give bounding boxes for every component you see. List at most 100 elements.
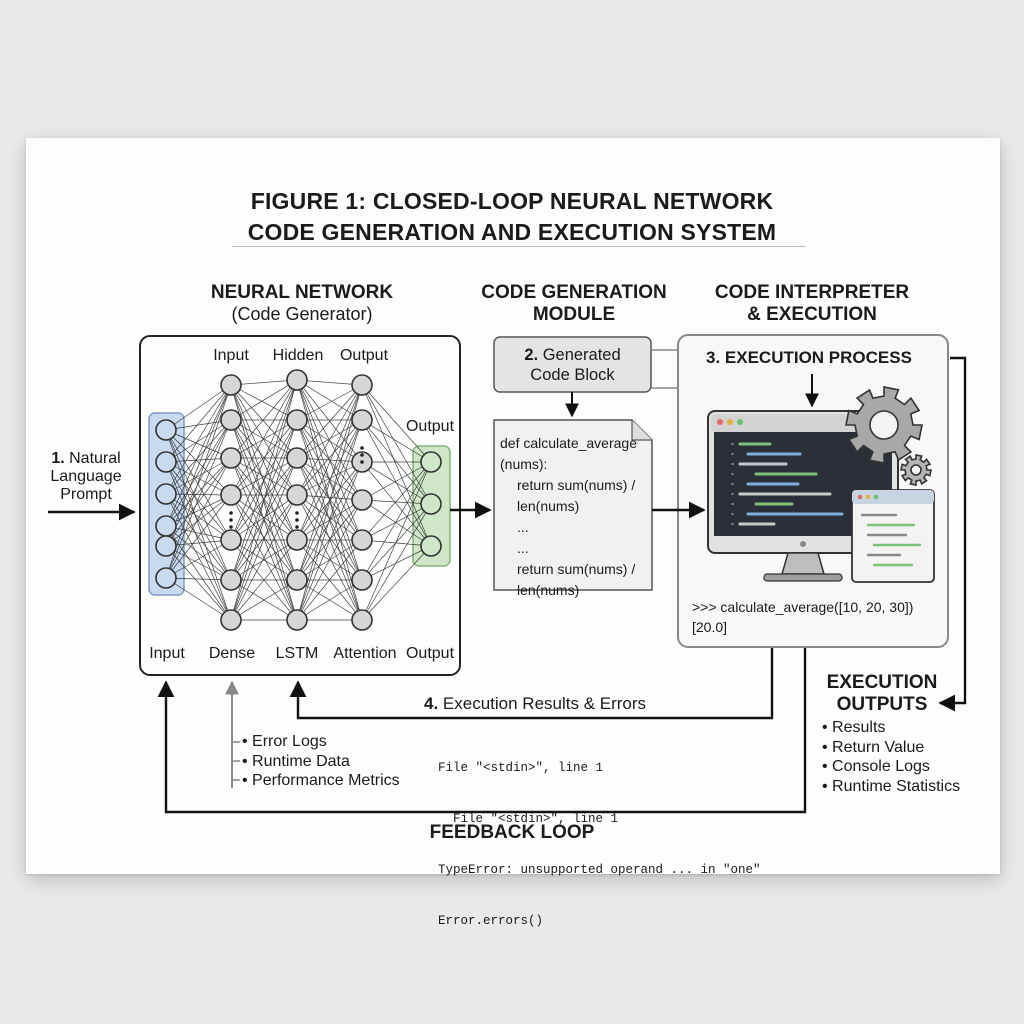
prompt-label: 1. Natural Language Prompt	[40, 450, 132, 504]
nn-bottom-label-output: Output	[405, 645, 455, 662]
network-connection	[296, 419, 363, 459]
ellipsis-dot	[360, 446, 364, 450]
network-connections	[165, 379, 432, 621]
ellipsis-dot	[295, 511, 299, 515]
trace-line: File "<stdin>", line 1	[438, 812, 619, 826]
feedback-loop-label: FEEDBACK LOOP	[429, 822, 595, 843]
network-connection	[230, 379, 298, 421]
generated-code-number: 2.	[524, 346, 539, 364]
network-connection	[165, 457, 232, 579]
network-connection	[230, 384, 298, 496]
network-node	[420, 493, 442, 515]
figure-title-line1: FIGURE 1: CLOSED-LOOP NEURAL NETWORK	[250, 188, 774, 214]
prompt-line2: Language	[50, 468, 122, 485]
network-connection	[361, 461, 432, 621]
network-connection	[230, 384, 298, 541]
generated-code-line2: Code Block	[530, 366, 615, 384]
figure-title-line2: CODE GENERATION AND EXECUTION SYSTEM	[247, 219, 777, 245]
neural-network-header: NEURAL NETWORK	[210, 282, 394, 303]
outputs-item: • Results	[822, 719, 886, 736]
network-node	[351, 529, 373, 551]
network-node	[351, 374, 373, 396]
nn-bottom-label-attention: Attention	[333, 645, 397, 662]
ellipsis-dot	[229, 511, 233, 515]
code-line: return sum(nums) /	[517, 561, 636, 577]
code-generation-header-line1: CODE GENERATION	[481, 282, 667, 303]
network-connection	[165, 461, 232, 541]
network-connection	[230, 379, 298, 496]
network-node	[155, 535, 177, 557]
title-underline	[232, 246, 806, 247]
trace-line: TypeError: unsupported operand ... in "o…	[438, 863, 761, 877]
monitor-icon	[707, 410, 899, 582]
feedback-item: • Performance Metrics	[242, 772, 400, 789]
network-connection	[296, 461, 363, 541]
network-connection	[165, 493, 232, 496]
network-connection	[230, 419, 298, 496]
network-connection	[230, 494, 298, 541]
network-connection	[165, 429, 232, 459]
network-connection	[361, 539, 432, 547]
network-connection	[230, 379, 298, 459]
network-node	[286, 529, 308, 551]
feedback-item: • Runtime Data	[242, 752, 350, 770]
network-connection	[296, 419, 363, 581]
network-node	[286, 409, 308, 431]
nn-bottom-label-dense: Dense	[208, 645, 256, 662]
ellipsis-dot	[360, 453, 364, 457]
interpreter-header-line2: & EXECUTION	[747, 304, 877, 325]
network-connection	[361, 503, 432, 621]
network-connection	[230, 539, 298, 621]
network-connection	[296, 461, 363, 621]
network-connection	[296, 494, 363, 501]
ellipsis-dot	[295, 518, 299, 522]
code-line: len(nums)	[517, 498, 580, 514]
results-label: 4. Execution Results & Errors	[424, 694, 646, 714]
network-connection	[230, 539, 298, 581]
network-connection	[165, 494, 232, 579]
network-node	[155, 451, 177, 473]
network-connection	[230, 419, 298, 621]
network-connection	[165, 384, 232, 547]
network-connection	[165, 384, 232, 527]
outputs-item: • Return Value	[822, 738, 925, 756]
network-connection	[361, 461, 432, 501]
results-number: 4.	[424, 694, 439, 713]
network-node	[155, 515, 177, 537]
network-nodes	[155, 369, 442, 631]
network-node	[220, 447, 242, 469]
network-connection	[361, 461, 432, 505]
network-node	[286, 369, 308, 391]
code-block-text: def calculate_average (nums): return sum…	[500, 433, 637, 601]
network-node	[286, 447, 308, 469]
network-connection	[230, 379, 298, 541]
outputs-header-line2: OUTPUTS	[836, 694, 928, 715]
feedback-data-list: • Error Logs • Runtime Data • Performanc…	[242, 732, 400, 791]
network-connection	[230, 579, 298, 621]
network-connection	[361, 384, 432, 505]
network-connection	[296, 494, 363, 581]
gear-hole	[869, 410, 899, 440]
figure-title: FIGURE 1: CLOSED-LOOP NEURAL NETWORK COD…	[0, 186, 1024, 248]
network-connection	[361, 419, 432, 463]
network-connection	[361, 503, 432, 581]
network-connection	[165, 419, 232, 463]
network-node	[220, 374, 242, 396]
network-connection	[230, 494, 298, 621]
outputs-header-line1: EXECUTION	[826, 672, 938, 693]
network-connection	[296, 494, 363, 621]
network-connection	[165, 457, 232, 495]
network-connection	[165, 525, 232, 581]
code-generation-header: CODE GENERATION MODULE	[466, 282, 682, 326]
network-node	[155, 483, 177, 505]
network-connection	[230, 379, 298, 581]
console-output: >>> calculate_average([10, 20, 30]) [20.…	[692, 597, 913, 637]
network-connection	[361, 499, 432, 505]
network-connection	[296, 499, 363, 621]
code-line: (nums):	[500, 456, 548, 472]
network-connection	[165, 419, 232, 527]
network-connection	[296, 494, 363, 541]
interpreter-header-line1: CODE INTERPRETER	[714, 282, 910, 303]
network-connection	[230, 384, 298, 621]
